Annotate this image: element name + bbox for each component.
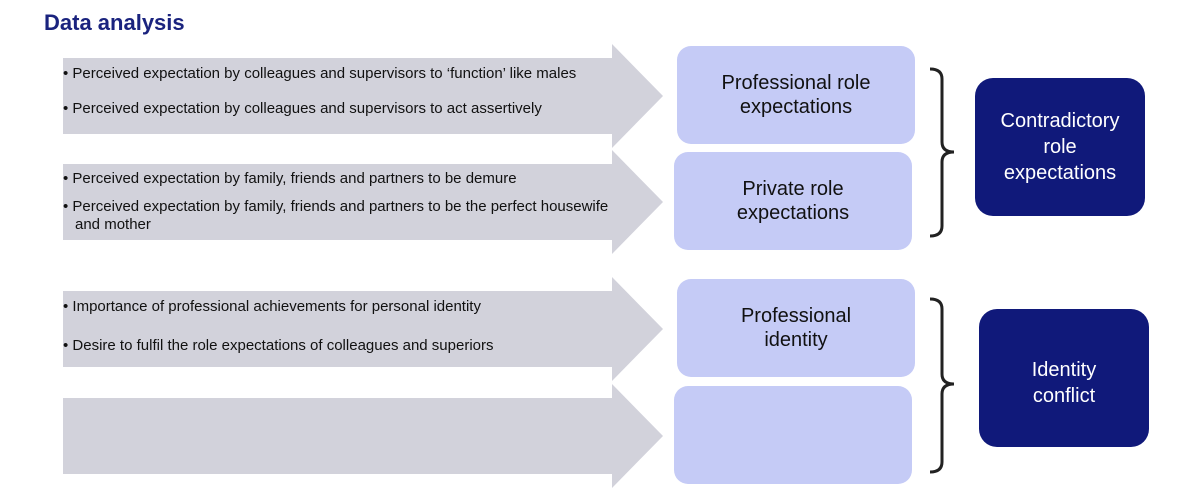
role-box-private-role-expectations: Private role expectations [674,152,912,250]
page-title: Data analysis [44,10,185,35]
arrow-shape [63,44,663,148]
bullet-text: Perceived expectation by colleagues and … [63,65,635,83]
bullet-text: Perceived expectation by colleagues and … [63,100,635,118]
bullet-text: Importance of professional achievements … [63,298,635,316]
role-box-partial [674,386,912,484]
bullet-text: Desire to fulfil the role expectations o… [63,337,635,355]
role-box-professional-role-expectations: Professional role expectations [677,46,915,144]
role-box-professional-identity: Professional identity [677,279,915,377]
bracket-right [929,297,955,474]
bracket-right [929,67,955,238]
outcome-box-contradictory-role-expectations: Contradictory role expectations [975,78,1145,216]
bullet-text: Perceived expectation by family, friends… [63,198,635,234]
bullet-text: Perceived expectation by family, friends… [63,170,635,188]
outcome-box-identity-conflict: Identity conflict [979,309,1149,447]
arrow-shape [63,277,663,381]
